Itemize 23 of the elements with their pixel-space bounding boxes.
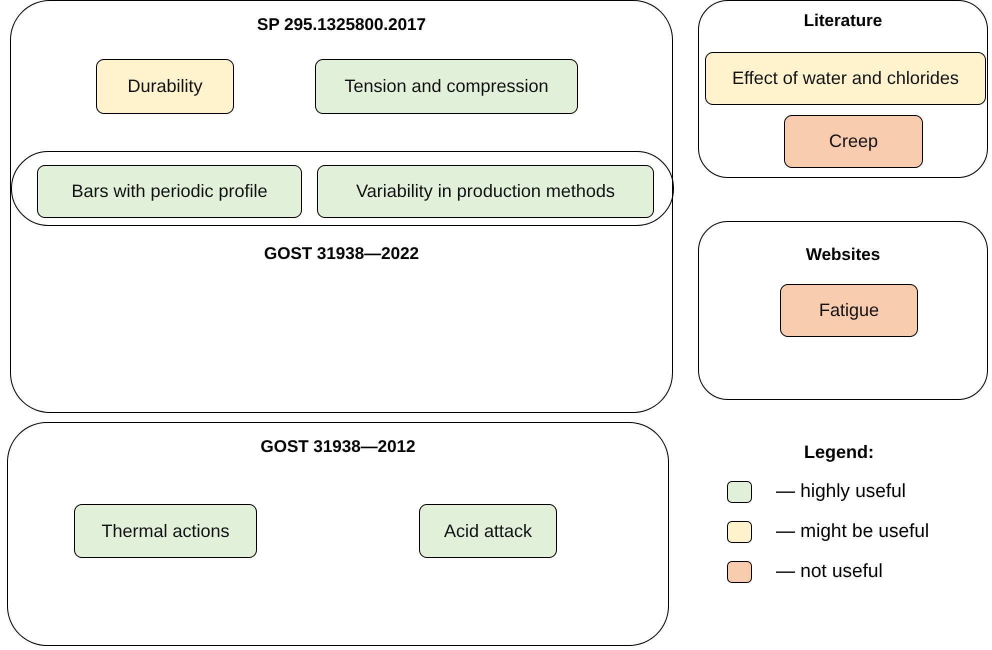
group-heading: SP 295.1325800.2017	[256, 15, 427, 35]
topic-box: Acid attack	[419, 504, 557, 558]
topic-box: Creep	[784, 115, 923, 168]
group-box	[698, 0, 988, 178]
topic-box: Tension and compression	[315, 59, 578, 114]
legend-text: — highly useful	[776, 481, 906, 503]
group-box	[7, 422, 669, 646]
legend-text: — might be useful	[776, 521, 930, 543]
topic-box: Variability in production methods	[317, 165, 654, 218]
group-box	[698, 221, 988, 400]
topic-box: Thermal actions	[74, 504, 257, 558]
group-heading: Websites	[804, 245, 882, 265]
group-box	[10, 0, 673, 413]
topic-box: Effect of water and chlorides	[705, 52, 986, 105]
group-heading: GOST 31938—2012	[260, 437, 416, 457]
overlap-band	[11, 151, 674, 226]
group-heading: Literature	[802, 11, 884, 31]
topic-box: Bars with periodic profile	[37, 165, 302, 218]
topic-box: Durability	[96, 59, 234, 114]
group-heading: GOST 31938—2022	[263, 244, 420, 264]
legend-text: — not useful	[776, 561, 883, 583]
topic-box: Fatigue	[780, 284, 918, 337]
legend-heading: Legend:	[804, 442, 874, 463]
